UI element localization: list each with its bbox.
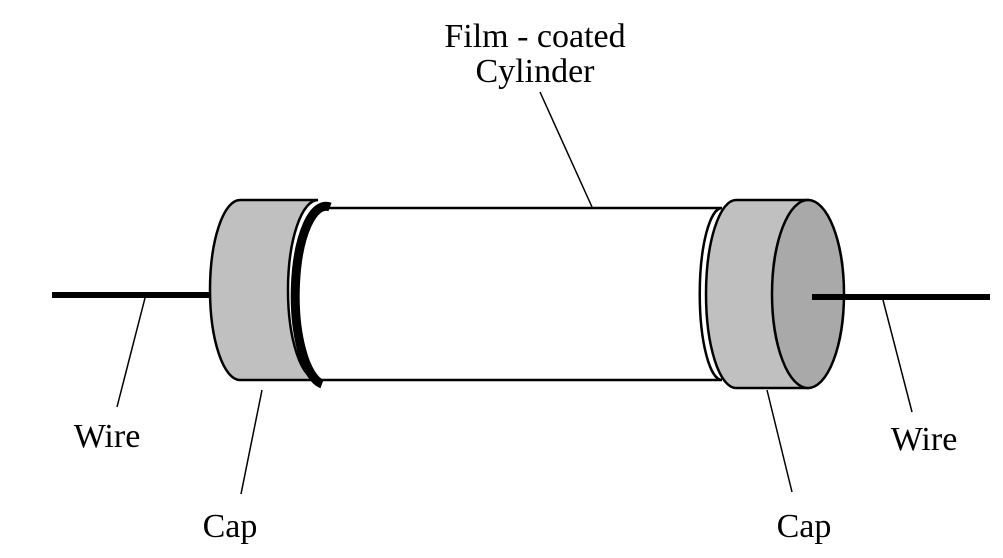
right-cap <box>704 198 846 390</box>
label-cylinder-line2: Cylinder <box>476 53 596 90</box>
film-coated-cylinder <box>290 201 723 389</box>
label-cylinder-line1: Film - coated <box>444 18 625 55</box>
leader-line-cylinder <box>539 91 593 208</box>
leader-line-cap-left <box>240 389 263 495</box>
leader-line-cap-right <box>766 389 793 493</box>
leader-line-wire-left <box>116 297 146 408</box>
leader-line-wire-right <box>882 299 913 413</box>
label-cap-right: Cap <box>777 508 832 545</box>
label-wire-left: Wire <box>74 418 141 455</box>
label-cap-left: Cap <box>203 508 258 545</box>
label-wire-right: Wire <box>891 421 958 458</box>
